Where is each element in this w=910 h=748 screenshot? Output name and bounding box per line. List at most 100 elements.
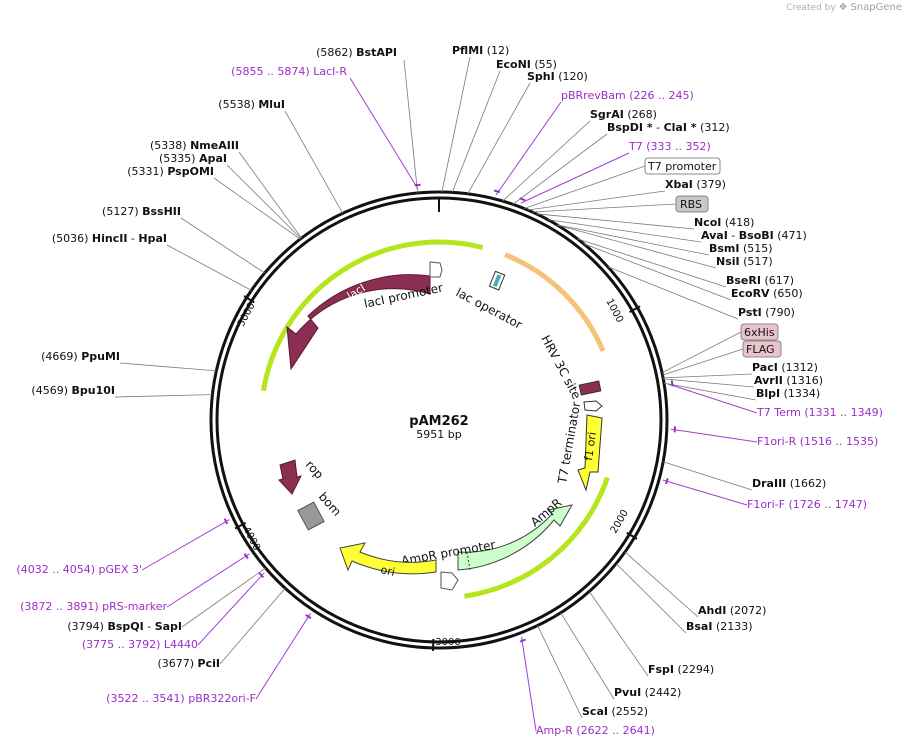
snapgene-logo-icon: ❖ [838,2,848,13]
f1-ori-arrow[interactable] [577,414,603,492]
restriction-site-label[interactable]: AvrII (1316) [754,374,823,387]
primer-label[interactable]: T7 Term (1331 .. 1349) [756,406,883,419]
lacI-cds-outline [260,239,484,392]
restriction-site-label[interactable]: SgrAI (268) [590,108,657,121]
lacI-promoter-arrow[interactable] [429,261,443,278]
primer-leader-line [255,612,312,700]
site-leader-line [663,378,755,388]
primer-binding-mark [519,638,527,643]
site-labels: (5862) BstAPI (5855 .. 5874) LacI-R PflMI … [16,44,883,737]
tag-t7-promoter[interactable]: T7 promoter [644,157,721,175]
site-leader-line [537,625,583,719]
site-leader-line [536,213,695,230]
t7-terminator-arrow[interactable] [583,400,603,412]
primer-leader-line [520,152,630,204]
primer-label[interactable]: (3522 .. 3541) pBR322ori-F [106,692,256,705]
site-leader-line [284,110,344,214]
primer-label[interactable]: (4032 .. 4054) pGEX 3' [16,563,142,576]
primer-leader-line [166,553,250,608]
restriction-site-label[interactable]: SphI (120) [527,70,588,83]
restriction-site-label[interactable]: EcoRV (650) [731,287,803,300]
hrv-3c-site-box[interactable] [578,380,602,396]
lac-operator-label: lac operator [454,285,525,332]
lacI-arrow[interactable] [286,274,431,371]
lac-operator-box[interactable] [488,270,506,291]
site-leader-line [180,217,265,274]
tick-mark [626,531,638,540]
primer-label[interactable]: pBRrevBam (226 .. 245) [561,89,694,102]
restriction-site-label[interactable]: NcoI (418) [694,216,754,229]
restriction-site-label[interactable]: PflMI (12) [452,44,509,57]
tag-6xhis[interactable]: 6xHis [740,323,779,341]
rop-arrow[interactable] [278,459,302,495]
site-leader-line [557,224,717,269]
restriction-site-label[interactable]: (4669) PpuMI [41,350,120,363]
site-leader-line [181,567,266,628]
restriction-site-label[interactable]: BspDI * - ClaI * (312) [607,121,730,134]
restriction-site-label[interactable]: (5862) BstAPI [316,46,397,59]
restriction-site-label[interactable]: EcoNI (55) [496,58,557,71]
restriction-site-label[interactable]: NsiI (517) [716,255,773,268]
site-leader-line [403,59,418,194]
tick-mark [629,305,641,314]
primer-leader-line [141,519,230,571]
tag-leader-line [661,331,742,374]
primer-binding-mark [665,478,669,485]
primer-label[interactable]: Amp-R (2622 .. 2641) [536,724,655,737]
restriction-site-label[interactable]: BlpI (1334) [756,387,820,400]
primer-label[interactable]: F1ori-F (1726 .. 1747) [747,498,867,511]
primer-leader-line [349,77,419,190]
site-leader-line [441,56,471,193]
restriction-site-label[interactable]: AvaI - BsoBI (471) [701,229,807,242]
ori-label: ori [379,563,396,579]
restriction-site-label[interactable]: XbaI (379) [665,178,726,191]
restriction-site-label[interactable]: BsaI (2133) [686,620,753,633]
restriction-site-label[interactable]: PstI (790) [738,306,795,319]
restriction-site-label[interactable]: (5335) ApaI [159,152,227,165]
restriction-site-label[interactable]: (4569) Bpu10I [31,384,115,397]
site-leader-line [219,588,286,665]
restriction-site-label[interactable]: DraIII (1662) [752,477,826,490]
primer-binding-mark [414,183,421,187]
restriction-site-label[interactable]: PacI (1312) [752,361,818,374]
restriction-site-label[interactable]: (3677) PciI [157,657,220,670]
restriction-site-label[interactable]: (5338) NmeAIII [150,139,239,152]
ori-arrow[interactable] [339,542,437,575]
restriction-site-label[interactable]: (3794) BspQI - SapI [67,620,182,633]
site-leader-line [624,551,699,618]
restriction-site-label[interactable]: (5331) PspOMI [127,165,214,178]
restriction-site-label[interactable]: BsmI (515) [709,242,773,255]
restriction-site-label[interactable]: AhdI (2072) [698,604,766,617]
site-leader-line [527,190,666,211]
ampr-arrow[interactable] [457,504,573,571]
restriction-site-label[interactable]: (5538) MluI [218,98,285,111]
plasmid-length: 5951 bp [416,428,461,441]
primer-leader-line [670,428,758,443]
site-leader-line [556,224,710,256]
tag-flag-label: FLAG [746,343,775,356]
restriction-site-label[interactable]: (5127) BssHII [102,205,181,218]
site-leader-line [467,82,531,194]
bom-box[interactable] [297,501,325,531]
tick-label: 3000 [435,637,460,648]
primer-label[interactable]: (3775 .. 3792) L4440 [82,638,198,651]
restriction-site-label[interactable]: (5036) HincII - HpaI [52,232,167,245]
snapgene-credit: Created by ❖ SnapGene [786,2,902,13]
restriction-site-label[interactable]: BseRI (617) [726,274,794,287]
site-leader-line [663,461,753,491]
tick-label: 1000 [603,297,625,325]
site-leader-line [114,394,213,398]
primer-label[interactable]: (5855 .. 5874) LacI-R [231,65,347,78]
tag-rbs[interactable]: RBS [675,195,709,213]
restriction-site-label[interactable]: PvuI (2442) [614,686,681,699]
primer-label[interactable]: T7 (333 .. 352) [628,140,711,153]
primer-leader-line [495,101,562,196]
ampr-promoter-arrow[interactable] [440,571,459,591]
primer-label[interactable]: F1ori-R (1516 .. 1535) [757,435,878,448]
tag-flag[interactable]: FLAG [742,340,782,358]
restriction-site-label[interactable]: FspI (2294) [648,663,714,676]
primer-label[interactable]: (3872 .. 3891) pRS-marker [20,600,167,613]
restriction-site-label[interactable]: ScaI (2552) [582,705,648,718]
site-leader-line [238,151,302,239]
primer-binding-mark [493,189,501,193]
